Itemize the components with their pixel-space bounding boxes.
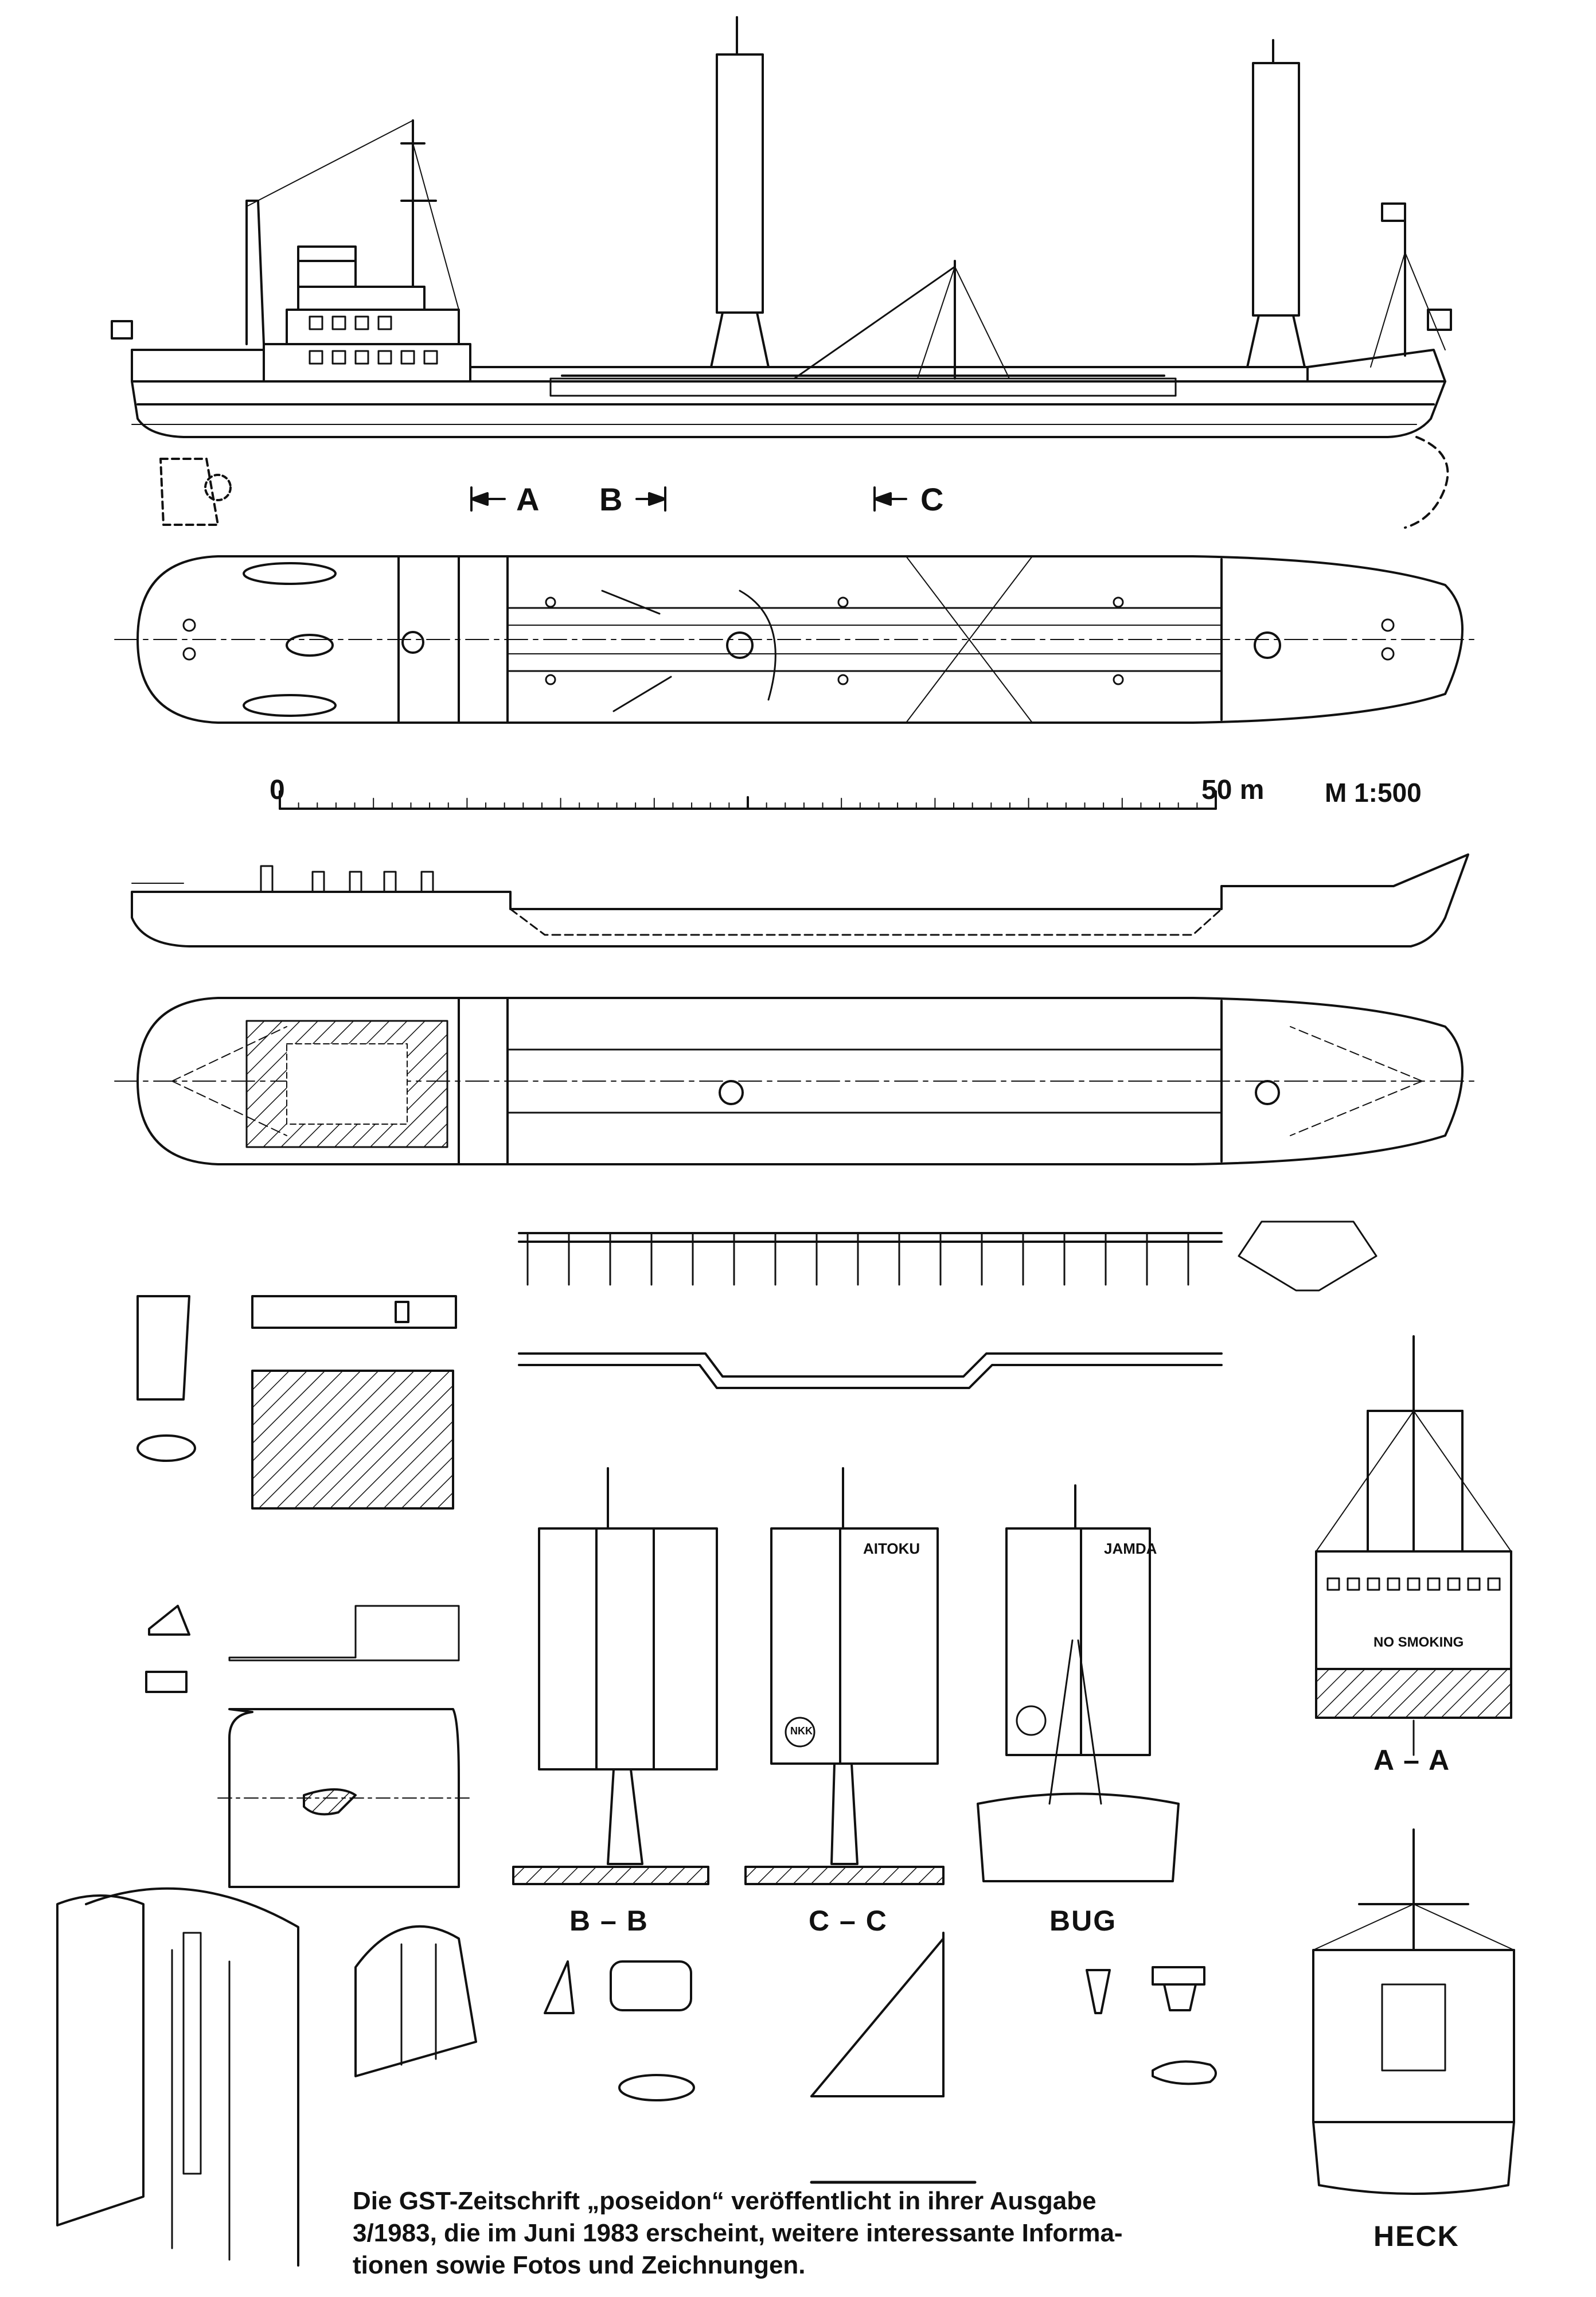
rail-details: [518, 1220, 1378, 1389]
side-elevation: [111, 16, 1452, 529]
section-markers: [470, 486, 907, 512]
scale-ratio: M 1:500: [1325, 778, 1422, 808]
sail-elevations: [512, 1467, 1180, 1885]
section-label-bb: B – B: [569, 1905, 649, 1937]
sail-label-aitoku: AITOKU: [863, 1540, 920, 1557]
scale-end: 50 m: [1201, 775, 1265, 805]
sail-logo-nkk: NKK: [790, 1725, 813, 1737]
left-details: [136, 1295, 471, 1888]
no-smoking-placard: NO SMOKING: [1373, 1635, 1464, 1650]
hold-plan: [114, 997, 1474, 1165]
section-label-cc: C – C: [809, 1905, 888, 1937]
caption-text: Die GST-Zeitschrift „poseidon“ veröffent…: [353, 2185, 1173, 2282]
section-mark-a: A: [516, 481, 541, 517]
caption-line-1: Die GST-Zeitschrift „poseidon“ veröffent…: [353, 2187, 1096, 2215]
scale-start: 0: [270, 775, 285, 805]
caption-line-2: 3/1983, die im Juni 1983 erscheint, weit…: [353, 2219, 1123, 2247]
section-mark-c: C: [920, 481, 945, 517]
view-title-bug: BUG: [1049, 1905, 1117, 1937]
section-mark-b: B: [599, 481, 624, 517]
hull-profile: [131, 853, 1469, 947]
view-title-heck: HECK: [1373, 2220, 1460, 2252]
caption-line-3: tionen sowie Fotos und Zeichnungen.: [353, 2251, 806, 2279]
section-views: [1312, 1335, 1515, 2195]
deck-plan: [114, 555, 1474, 724]
section-label-aa: A – A: [1373, 1744, 1451, 1776]
sail-label-jamda: JAMDA: [1104, 1540, 1157, 1557]
scale-bar: [279, 790, 1217, 810]
bottom-details: [56, 1887, 1217, 2267]
